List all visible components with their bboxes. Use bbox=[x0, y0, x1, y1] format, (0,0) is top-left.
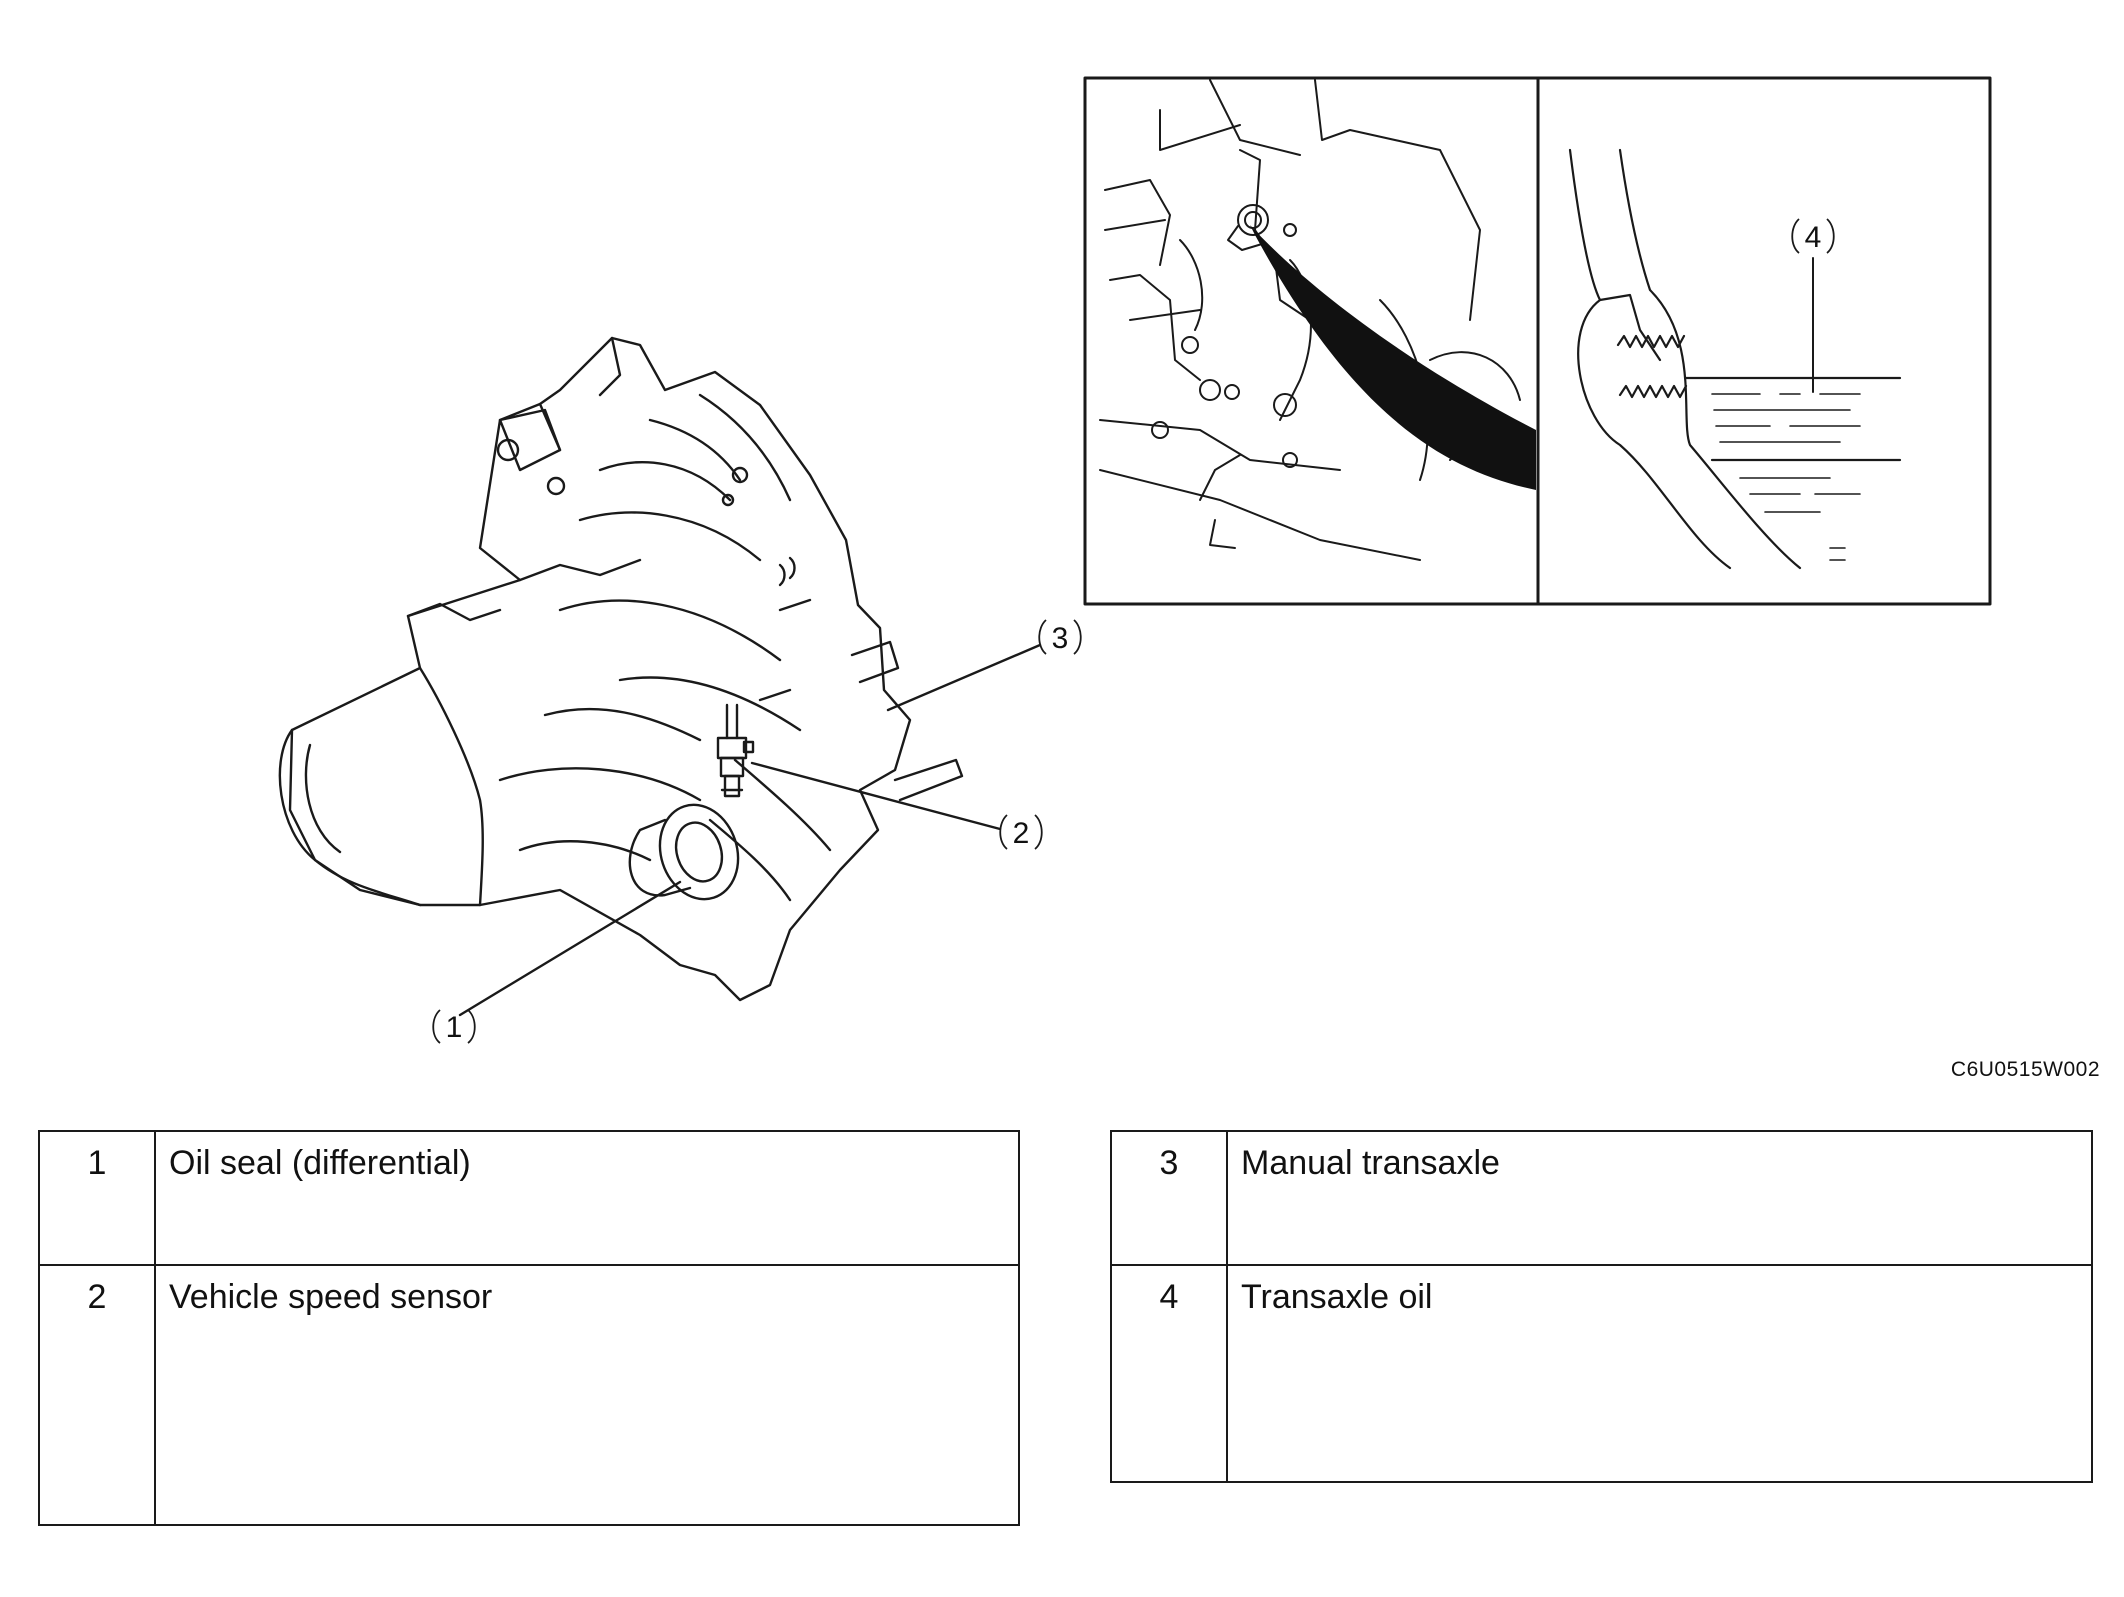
legend-number: 2 bbox=[38, 1264, 156, 1526]
legend-label: Transaxle oil bbox=[1226, 1264, 2093, 1483]
callout-3: 3 bbox=[1038, 619, 1082, 655]
legend-label: Vehicle speed sensor bbox=[154, 1264, 1020, 1526]
transaxle-housing bbox=[278, 336, 964, 1002]
callout-number: 3 bbox=[1052, 622, 1069, 655]
table-row: 1 Oil seal (differential) bbox=[38, 1130, 1020, 1266]
legend-number: 1 bbox=[38, 1130, 156, 1266]
callout-number: 2 bbox=[1013, 817, 1030, 850]
inset-panel bbox=[1083, 76, 1992, 606]
legend-number: 4 bbox=[1110, 1264, 1228, 1483]
table-row: 4 Transaxle oil bbox=[1110, 1264, 2093, 1483]
inset-oil-level-section bbox=[1568, 148, 1902, 570]
figure-code: C6U0515W002 bbox=[1950, 1058, 2100, 1081]
leader-line-3 bbox=[886, 643, 1042, 712]
callout-number: 4 bbox=[1805, 221, 1822, 254]
callout-1: 1 bbox=[432, 1009, 476, 1044]
callout-4: 4 bbox=[1791, 218, 1835, 254]
table-row: 2 Vehicle speed sensor bbox=[38, 1264, 1020, 1526]
callout-number: 1 bbox=[446, 1011, 463, 1044]
leader-line-2 bbox=[750, 761, 1002, 831]
leader-line-1 bbox=[458, 880, 682, 1017]
legend-table-left: 1 Oil seal (differential) 2 Vehicle spee… bbox=[38, 1130, 1020, 1526]
legend-label: Oil seal (differential) bbox=[154, 1130, 1020, 1266]
table-row: 3 Manual transaxle bbox=[1110, 1130, 2093, 1266]
legend-table-right: 3 Manual transaxle 4 Transaxle oil bbox=[1110, 1130, 2093, 1483]
legend-label: Manual transaxle bbox=[1226, 1130, 2093, 1266]
legend-number: 3 bbox=[1110, 1130, 1228, 1266]
callout-2: 2 bbox=[999, 814, 1043, 850]
